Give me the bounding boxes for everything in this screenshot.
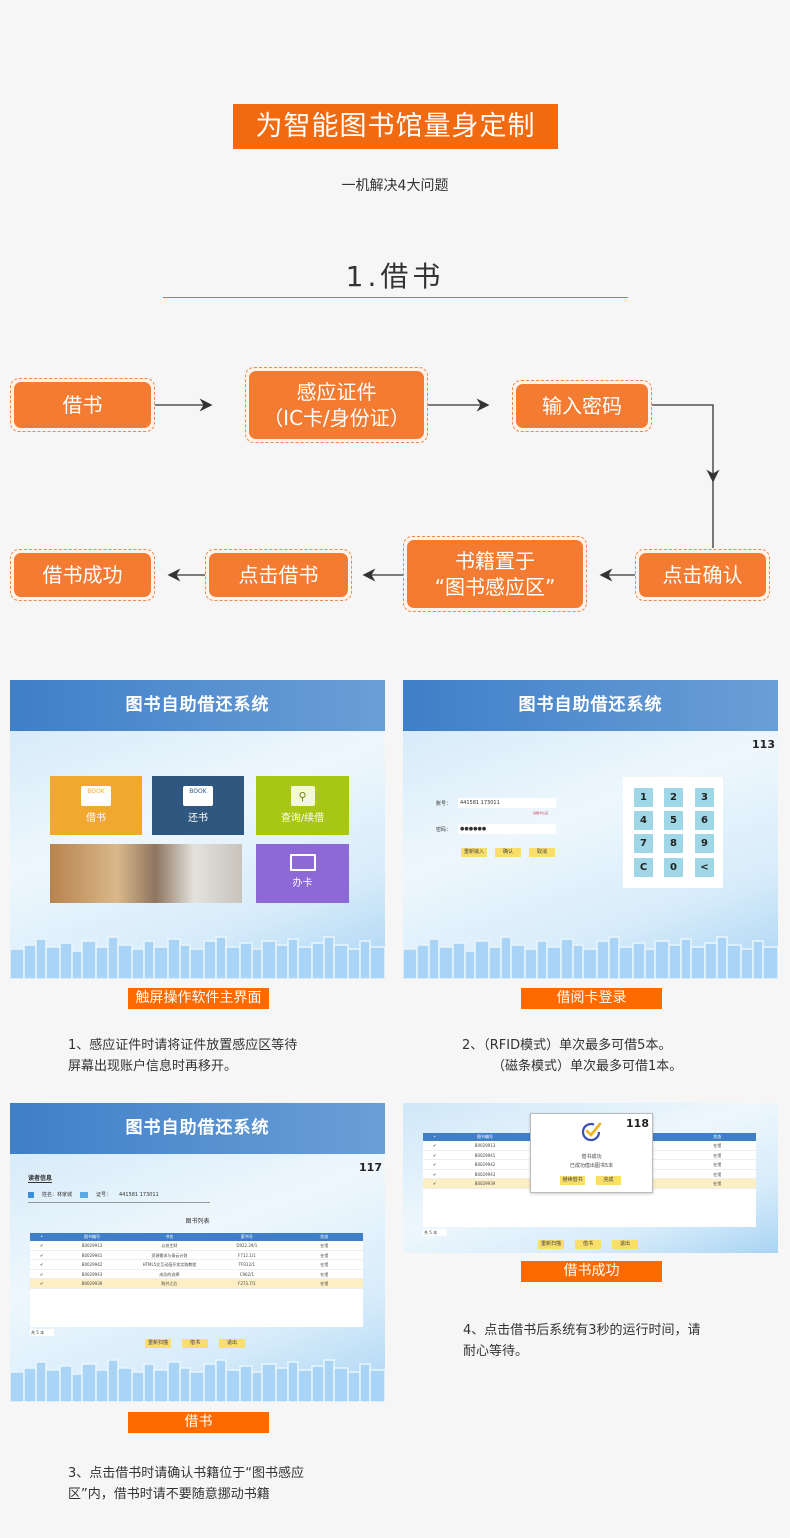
section-divider	[163, 297, 628, 298]
system-title: 图书自助借还系统	[10, 1103, 385, 1154]
flow-node-borrow: 借书	[10, 378, 155, 432]
exit-button[interactable]: 退出	[612, 1240, 638, 1249]
arrow-3	[652, 404, 720, 483]
tile-apply-card[interactable]: 办卡	[256, 844, 349, 903]
key-backspace[interactable]: <	[695, 858, 714, 877]
key-5[interactable]: 5	[664, 811, 683, 830]
countdown-timer: 118	[626, 1117, 649, 1130]
table-header: • 图书编号 书名 索书号 状态	[30, 1233, 363, 1241]
id-card-icon	[80, 1191, 89, 1198]
key-2[interactable]: 2	[664, 788, 683, 807]
bookshelf-decoration	[403, 936, 778, 979]
key-4[interactable]: 4	[634, 811, 653, 830]
numeric-keypad: 1 2 3 4 5 6 7 8 9 C 0 <	[623, 777, 723, 888]
system-title: 图书自助借还系统	[10, 680, 385, 731]
key-8[interactable]: 8	[664, 834, 683, 853]
key-1[interactable]: 1	[634, 788, 653, 807]
search-window-icon: ⚲	[290, 786, 315, 806]
password-input[interactable]: ●●●●●●	[458, 824, 556, 834]
flow-connectors	[155, 398, 720, 582]
caption-main-menu: 触屏操作软件主界面	[128, 988, 269, 1009]
screenshot-borrow-list: 图书自助借还系统 117 读者信息 姓名：林家城 证号： 441581 1730…	[10, 1103, 385, 1402]
section-title: 1.借书	[345, 260, 445, 293]
caption-borrow-success: 借书成功	[521, 1261, 662, 1282]
key-clear[interactable]: C	[634, 858, 653, 877]
countdown-timer: 113	[752, 738, 775, 751]
caption-borrow: 借书	[128, 1412, 269, 1433]
tile-return[interactable]: BOOK 还书	[152, 776, 244, 835]
exit-button[interactable]: 退出	[219, 1339, 245, 1348]
borrow-button[interactable]: 借书	[575, 1240, 601, 1249]
confirm-button[interactable]: 确认	[495, 848, 521, 857]
tile-borrow[interactable]: BOOK 借书	[50, 776, 142, 835]
note-1: 1、感应证件时请将证件放置感应区等待 屏幕出现账户信息时再移开。	[68, 1038, 298, 1074]
book-list-title: 图书列表	[185, 1218, 210, 1225]
rescan-button[interactable]: 重新扫描	[145, 1339, 171, 1348]
page-banner: 为智能图书馆量身定制	[233, 104, 558, 149]
bookshelf-decoration	[10, 1359, 385, 1402]
tile-search-renew[interactable]: ⚲ 查询/续借	[256, 776, 349, 835]
note-2: 2、（RFID模式）单次最多可借5本。 （磁条模式）单次最多可借1本。	[462, 1038, 683, 1074]
key-7[interactable]: 7	[634, 834, 653, 853]
total-count: 共 5 本	[30, 1329, 54, 1336]
reader-divider	[28, 1202, 210, 1203]
library-photo	[50, 844, 242, 903]
reader-info-title: 读者信息	[28, 1175, 53, 1183]
account-input[interactable]: 441581 173011	[458, 798, 556, 808]
flow-node-confirm: 点击确认	[635, 549, 770, 601]
rescan-button[interactable]: 重新扫描	[538, 1240, 564, 1249]
book-folder-icon: BOOK	[183, 786, 213, 806]
flow-node-place-books: 书籍置于“图书感应区”	[403, 536, 587, 612]
system-title: 图书自助借还系统	[403, 680, 778, 731]
account-label: 账号：	[436, 801, 452, 807]
countdown-timer: 117	[359, 1161, 382, 1174]
reader-info-row: 姓名：林家城 证号： 441581 173011	[28, 1191, 159, 1198]
dialog-title: 借书成功	[581, 1154, 602, 1160]
page-subtitle: 一机解决4大问题	[341, 178, 449, 194]
success-check-icon	[581, 1122, 602, 1142]
key-9[interactable]: 9	[695, 834, 714, 853]
flow-node-click-borrow: 点击借书	[205, 549, 352, 601]
continue-borrow-button[interactable]: 继续借书	[560, 1176, 585, 1185]
reenter-button[interactable]: 重新输入	[461, 848, 487, 857]
password-label: 密码：	[436, 827, 452, 833]
key-0[interactable]: 0	[664, 858, 683, 877]
swipe-card-hint: 请刷卡认证	[533, 811, 549, 815]
success-dialog: 118 借书成功 已成功借出图书5本 继续借书 完成	[530, 1113, 653, 1193]
bookshelf-decoration	[10, 936, 385, 979]
flow-node-scan-id: 感应证件（IC卡/身份证）	[245, 367, 428, 443]
user-icon	[28, 1191, 34, 1198]
borrow-button[interactable]: 借书	[182, 1339, 208, 1348]
key-6[interactable]: 6	[695, 811, 714, 830]
flow-node-success: 借书成功	[10, 549, 155, 601]
total-count: 共 5 本	[423, 1229, 447, 1236]
screenshot-card-login: 图书自助借还系统 113 账号： 441581 173011 请刷卡认证 密码：…	[403, 680, 778, 979]
monitor-card-icon	[289, 854, 316, 871]
screenshot-main-menu: 图书自助借还系统 BOOK 借书 BOOK 还书 ⚲ 查询/续借 办卡	[10, 680, 385, 979]
finish-button[interactable]: 完成	[596, 1176, 621, 1185]
caption-card-login: 借阅卡登录	[521, 988, 662, 1009]
key-3[interactable]: 3	[695, 788, 714, 807]
flow-node-enter-password: 输入密码	[512, 380, 652, 432]
note-4: 4、点击借书后系统有3秒的运行时间，请 耐心等待。	[463, 1323, 701, 1359]
note-3: 3、点击借书时请确认书籍位于“图书感应 区”内，借书时请不要随意挪动书籍	[68, 1466, 305, 1502]
book-folder-icon: BOOK	[81, 786, 111, 806]
cancel-button[interactable]: 取消	[529, 848, 555, 857]
dialog-message: 已成功借出图书5本	[569, 1163, 614, 1169]
